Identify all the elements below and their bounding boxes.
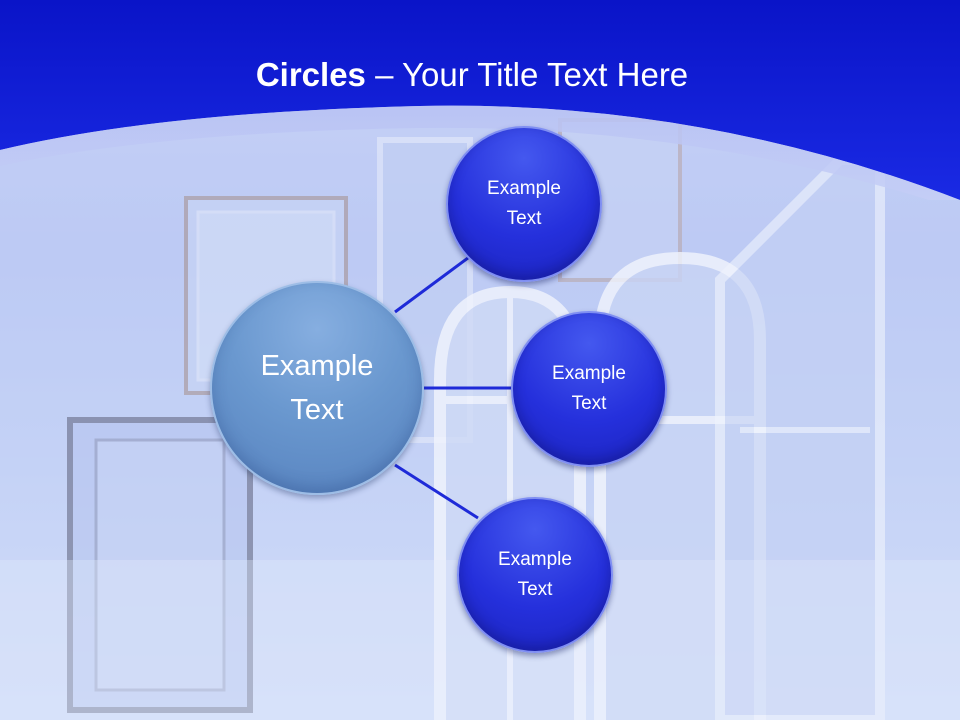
node-circle-middle: Example Text bbox=[511, 311, 667, 467]
node-top-line2: Text bbox=[506, 208, 542, 229]
node-bottom-line2: Text bbox=[517, 579, 553, 600]
connector-bottom bbox=[394, 463, 479, 520]
node-middle-label: Example Text bbox=[552, 359, 626, 419]
node-top-label: Example Text bbox=[487, 174, 561, 234]
node-circle-bottom: Example Text bbox=[457, 497, 613, 653]
node-bottom-label: Example Text bbox=[498, 545, 572, 605]
node-bottom-line1: Example bbox=[498, 549, 572, 570]
center-circle: Example Text bbox=[210, 281, 424, 495]
title-rest: – Your Title Text Here bbox=[365, 56, 689, 93]
title-bold: Circles bbox=[255, 56, 366, 93]
node-middle-line1: Example bbox=[552, 363, 626, 384]
node-middle-line2: Text bbox=[571, 393, 607, 414]
center-circle-label: Example Text bbox=[261, 344, 374, 432]
connector-top bbox=[394, 250, 477, 314]
center-circle-line2: Text bbox=[290, 394, 344, 426]
node-top-line1: Example bbox=[487, 178, 561, 199]
header-band bbox=[0, 0, 960, 200]
center-circle-line1: Example bbox=[260, 350, 374, 382]
slide-title: Circles – Your Title Text Here bbox=[0, 52, 944, 98]
window-frame-bottom-left bbox=[67, 417, 253, 713]
node-circle-top: Example Text bbox=[446, 126, 602, 282]
